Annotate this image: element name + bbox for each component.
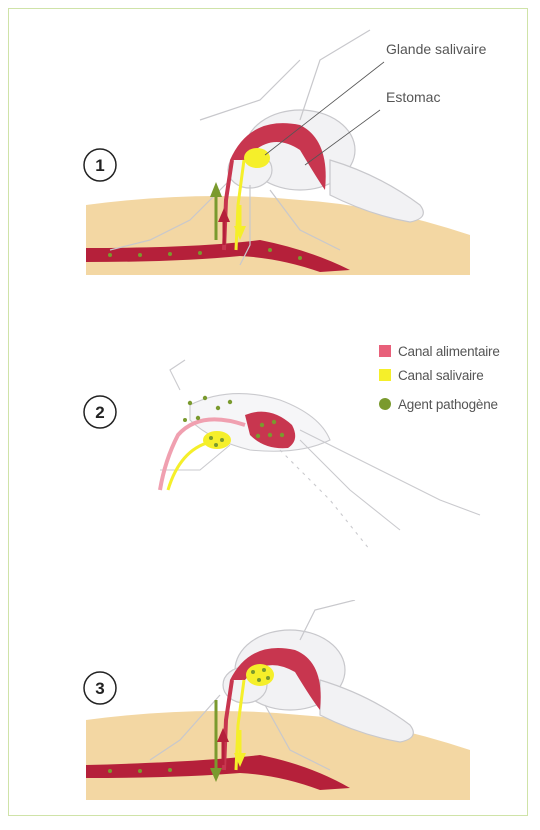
- legend-swatch-pathogen: [379, 398, 391, 410]
- stomach-label: Estomac: [386, 89, 440, 105]
- salivary-gland: [244, 148, 270, 168]
- panel-3-number: 3: [95, 679, 104, 698]
- salivary-canal: [168, 442, 210, 490]
- legend-swatch-salivary: [379, 369, 391, 381]
- legend-label-salivary: Canal salivaire: [398, 368, 484, 383]
- legend-swatch-alimentary: [379, 345, 391, 357]
- panel-1-feeding: Glande salivaire Estomac 1: [0, 0, 540, 290]
- skin-layer: [86, 711, 470, 800]
- panel-2-incubation: 2: [0, 290, 540, 600]
- salivary-gland-label: Glande salivaire: [386, 41, 487, 57]
- legend-label-alimentary: Canal alimentaire: [398, 344, 500, 359]
- mosquito-body: [160, 360, 480, 550]
- panel-3-transmission: 3: [0, 600, 540, 820]
- legend-label-pathogen: Agent pathogène: [398, 397, 498, 412]
- panel-2-number: 2: [95, 403, 104, 422]
- panel-1-number: 1: [95, 156, 104, 175]
- salivary-gland: [246, 664, 274, 686]
